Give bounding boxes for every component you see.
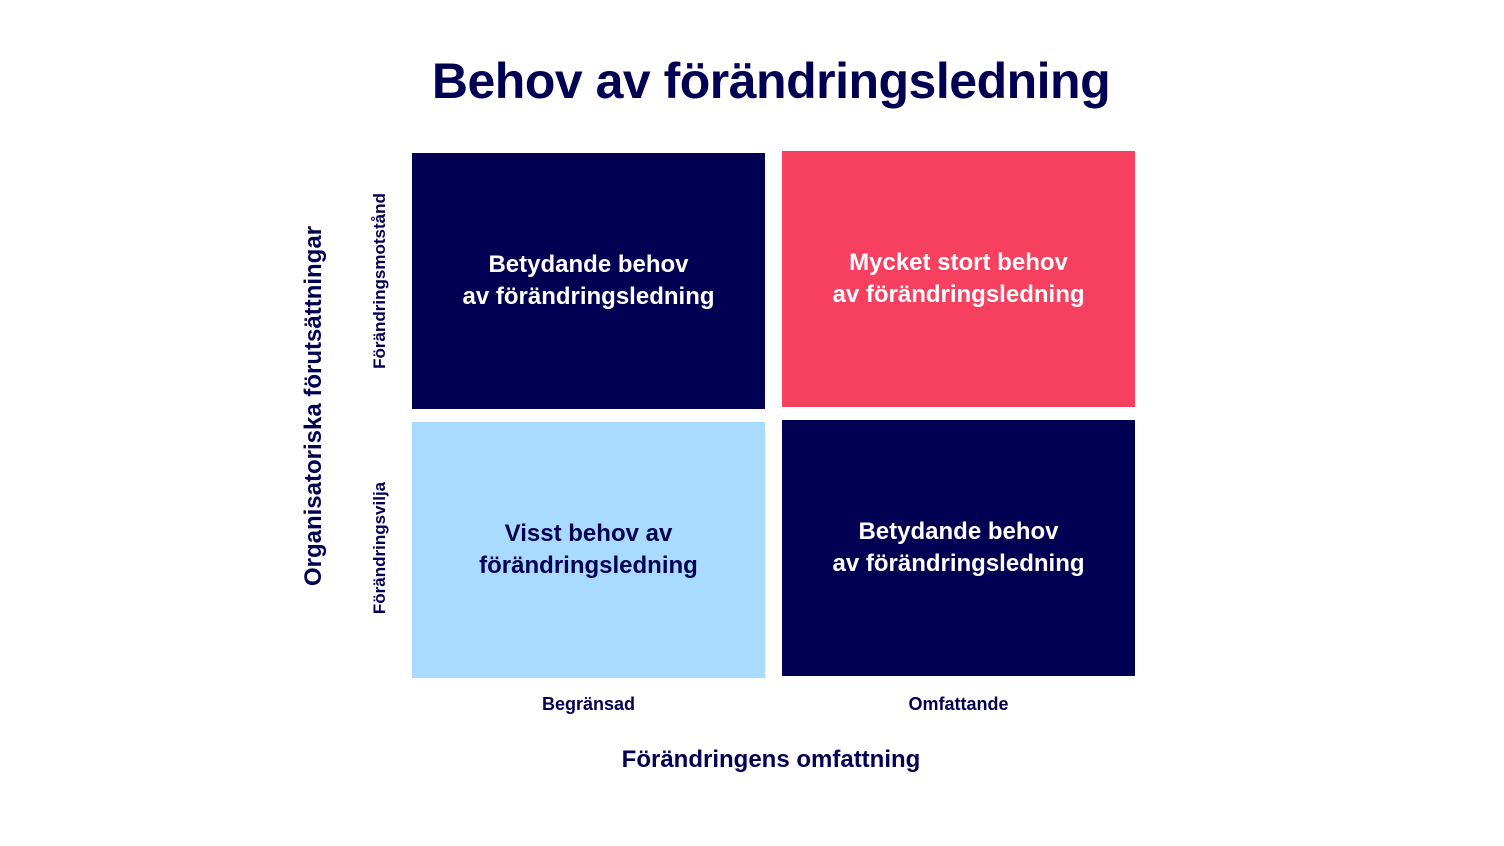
quadrant-bottom-right: Betydande behov av förändringsledning bbox=[782, 420, 1135, 676]
y-axis-top-label: Förändringsmotstånd bbox=[370, 193, 389, 369]
y-axis-bottom-label: Förändringsvilja bbox=[370, 481, 389, 615]
y-axis-title: Organisatoriska förutsättningar bbox=[300, 225, 327, 587]
x-axis-right-label: Omfattande bbox=[908, 694, 1009, 714]
diagram-title: Behov av förändringsledning bbox=[431, 53, 1111, 109]
quadrant-bottom-left: Visst behov av förändringsledning bbox=[412, 422, 765, 678]
x-axis-title: Förändringens omfattning bbox=[621, 746, 921, 773]
quadrant-top-right: Mycket stort behov av förändringsledning bbox=[782, 151, 1135, 407]
x-axis-left-label: Begränsad bbox=[541, 694, 636, 714]
quadrant-top-left: Betydande behov av förändringsledning bbox=[412, 153, 765, 409]
